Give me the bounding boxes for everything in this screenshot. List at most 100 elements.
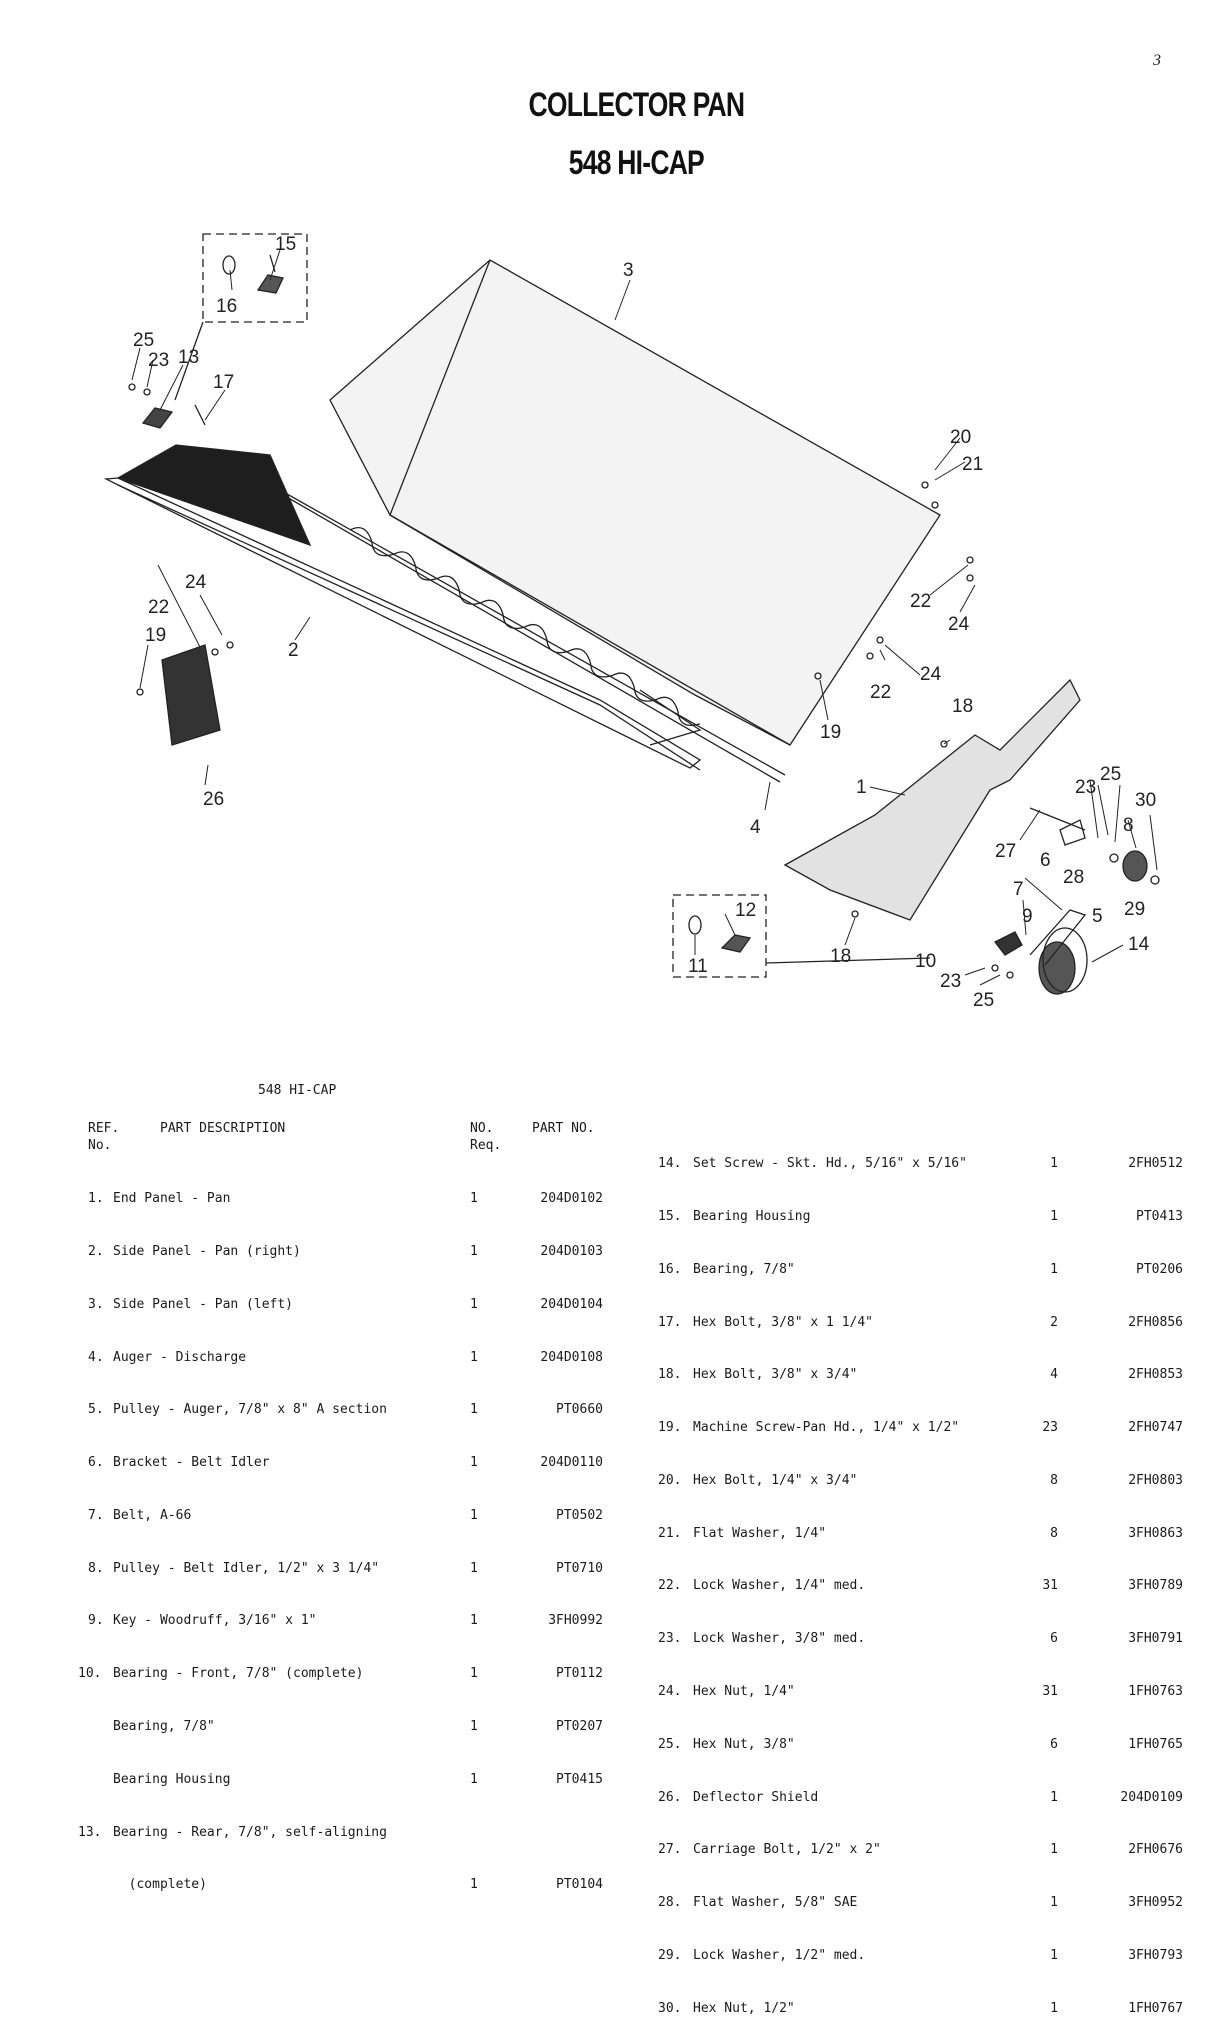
part-cell: 204D0103 [540, 1243, 603, 1259]
qty-cell: 4 [1050, 1367, 1058, 1383]
qty-cell: 1 [470, 1877, 478, 1893]
ref-cell: 3. [88, 1296, 104, 1312]
page-number: 3 [1153, 52, 1161, 69]
qty-cell: 1 [470, 1455, 478, 1471]
qty-cell: 1 [1050, 1208, 1058, 1224]
table-caption: 548 HI-CAP [258, 1083, 337, 1098]
description-cell: Flat Washer, 5/8" SAE [693, 1895, 858, 1911]
callout-12: 12 [735, 900, 756, 921]
callout-28: 28 [1063, 867, 1084, 888]
qty-cell: 1 [470, 1243, 478, 1259]
qty-cell: 1 [1050, 2000, 1058, 2016]
callout-24b: 24 [948, 614, 970, 635]
part-cell: 3FH0992 [548, 1613, 603, 1629]
callout-23c: 23 [940, 971, 961, 992]
table-row: 2. Side Panel - Pan (right) 1 204D0103 [78, 1243, 618, 1261]
description-cell: Side Panel - Pan (right) [113, 1243, 301, 1259]
callout-22c: 22 [870, 682, 891, 703]
qty-cell: 23 [1042, 1420, 1058, 1436]
callout-30: 30 [1135, 790, 1156, 811]
part-cell: PT0206 [1136, 1261, 1183, 1277]
header-description: PART DESCRIPTION [160, 1121, 286, 1136]
qty-cell: 1 [470, 1613, 478, 1629]
callout-26: 26 [203, 789, 224, 810]
part-cell: 3FH0952 [1128, 1895, 1183, 1911]
ref-cell: 9. [88, 1613, 104, 1629]
callout-22b: 22 [910, 591, 931, 612]
part-cell: 204D0104 [540, 1296, 603, 1312]
ref-cell: 5. [88, 1402, 104, 1418]
part-cell: PT0207 [556, 1719, 603, 1734]
inset-front-bearing [672, 894, 931, 978]
qty-cell: 8 [1050, 1472, 1058, 1488]
callout-1: 1 [856, 777, 867, 798]
description-cell: Pulley - Auger, 7/8" x 8" A section [113, 1402, 387, 1418]
model-title: 548 HI-CAP [568, 144, 705, 182]
description-cell: Bearing Housing [113, 1771, 231, 1787]
callout-3: 3 [623, 260, 634, 281]
ref-cell: 2. [88, 1243, 104, 1259]
qty-cell: 1 [1050, 1947, 1058, 1963]
part-cell: PT0502 [556, 1507, 603, 1523]
part-cell: PT0710 [556, 1560, 603, 1576]
qty-cell: 1 [1050, 1156, 1058, 1172]
inset-rear-bearing [174, 233, 308, 401]
callout-18: 18 [952, 696, 973, 717]
leader-lines [131, 249, 1158, 986]
pulley-assembly [994, 807, 1160, 995]
description-cell: Bearing - Rear, 7/8", self-aligning [113, 1824, 387, 1840]
ref-cell: 18. [658, 1367, 682, 1383]
callout-24: 24 [185, 572, 207, 593]
callout-21: 21 [962, 454, 983, 475]
description-cell: Bracket - Belt Idler [113, 1455, 270, 1471]
bearing-rear [128, 383, 206, 429]
description-cell: Hex Bolt, 3/8" x 1 1/4" [693, 1314, 874, 1330]
qty-cell: 2 [1050, 1314, 1058, 1330]
qty-cell: 1 [470, 1666, 478, 1682]
qty-cell: 1 [1050, 1789, 1058, 1805]
callout-14: 14 [1128, 934, 1150, 955]
part-cell: 204D0102 [540, 1191, 603, 1207]
callout-25: 25 [133, 330, 154, 351]
ref-cell: 17. [658, 1314, 682, 1330]
part-cell: 3FH0789 [1128, 1578, 1183, 1594]
callout-11: 11 [688, 956, 708, 977]
ref-cell: 26. [658, 1789, 682, 1805]
callout-4: 4 [750, 817, 761, 838]
qty-cell: 1 [470, 1507, 478, 1523]
ref-cell: 19. [658, 1420, 682, 1436]
part-cell: 2FH0803 [1128, 1472, 1183, 1488]
description-cell: Bearing - Front, 7/8" (complete) [113, 1666, 364, 1682]
qty-cell: 1 [1050, 1895, 1058, 1911]
qty-cell: 1 [470, 1191, 478, 1207]
end-panel [783, 678, 1081, 921]
part-cell: 204D0110 [540, 1455, 603, 1471]
ref-cell: 21. [658, 1525, 682, 1541]
description-cell: Pulley - Belt Idler, 1/2" x 3 1/4" [113, 1560, 380, 1576]
description-cell: Hex Nut, 3/8" [693, 1736, 795, 1752]
callout-16: 16 [216, 296, 237, 317]
part-cell: 3FH0863 [1128, 1525, 1183, 1541]
ref-cell: 22. [658, 1578, 682, 1594]
ref-cell: 7. [88, 1507, 104, 1523]
ref-cell: 24. [658, 1684, 682, 1699]
qty-cell: 31 [1042, 1684, 1058, 1699]
description-cell: End Panel - Pan [113, 1191, 231, 1207]
